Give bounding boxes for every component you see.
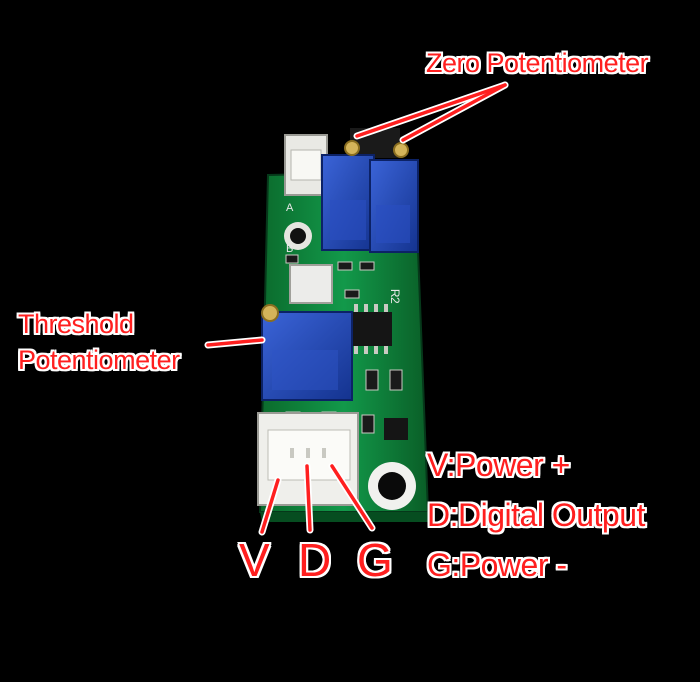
zero-potentiometer-left <box>321 140 375 251</box>
threshold-label-line1: Threshold <box>18 309 134 339</box>
mounting-hole-top <box>284 222 312 250</box>
threshold-label-line2: Potentiometer <box>18 345 180 375</box>
pin-v-label: V <box>239 534 270 586</box>
threshold-potentiometer <box>261 304 353 401</box>
top-connector <box>284 128 400 196</box>
pin-g-label: G <box>357 534 393 586</box>
zero-potentiometer-label: Zero Potentiometer <box>426 48 649 78</box>
mid-connector <box>289 264 333 304</box>
legend-g: G:Power - <box>427 547 567 583</box>
transistor <box>384 418 408 440</box>
silkscreen-r2: R2 <box>388 288 403 304</box>
silkscreen-a: A <box>286 202 293 214</box>
mounting-hole-bottom <box>368 462 416 510</box>
silkscreen-b: B <box>286 243 293 255</box>
ic-chip <box>350 304 392 354</box>
pin-d-label: D <box>298 534 331 586</box>
annotation-arrows <box>204 81 509 536</box>
legend-v: V:Power + <box>427 447 570 483</box>
legend-d: D:Digital Output <box>427 497 645 533</box>
zero-potentiometer-right <box>369 142 419 253</box>
